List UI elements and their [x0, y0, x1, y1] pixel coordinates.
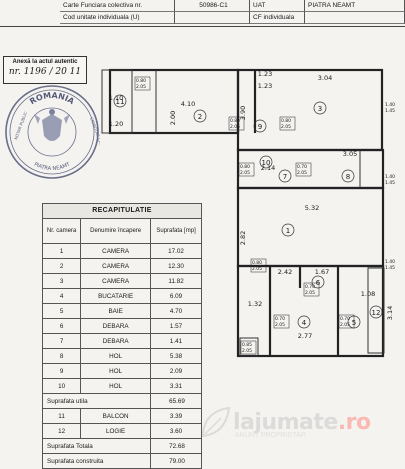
seal-city-text: PIATRA NEAMT	[33, 161, 72, 172]
seal-notary-text: NOTAR PUBLIC	[13, 111, 28, 140]
door-1-top: 0.80	[230, 118, 240, 124]
room-label-3: 3	[318, 105, 322, 113]
door-7-bottom: 2.05	[275, 322, 285, 328]
annex-number: nr. 1196 / 20 11	[8, 67, 82, 77]
room-label-2: 2	[198, 113, 202, 121]
svg-text:PIATRA NEAMT: PIATRA NEAMT	[33, 161, 72, 172]
door-8-top: 0.70	[340, 316, 350, 322]
watermark: lajumate.ro ANUNT PROPRIETAR	[199, 404, 399, 444]
col-area: Suprafata [mp]	[150, 218, 202, 244]
room-label-11: 11	[116, 98, 125, 106]
door-6-bottom: 2.05	[305, 290, 315, 296]
door-2-top: 0.80	[281, 118, 291, 124]
floor-plan: 4.10 3.04 1.23 1.23 3.05 2.14 5.32 2.42 …	[101, 68, 395, 358]
watermark-sub: ANUNT PROPRIETAR	[235, 432, 306, 439]
uat-value: PIATRA NEAMT	[305, 0, 405, 12]
watermark-brand: lajumate.ro	[233, 410, 371, 435]
door-5-bottom: 2.05	[252, 266, 262, 272]
plan-dim-1-20: 1.20	[109, 120, 123, 128]
plan-dim-2-82: 2.82	[239, 231, 247, 245]
window-1-top: 1.40	[385, 174, 395, 180]
plan-dim-2-00: 2.00	[169, 111, 177, 125]
plan-dim-1-08: 1.08	[361, 290, 375, 298]
plan-dim-1-23b: 1.23	[258, 82, 272, 90]
door-1-bottom: 2.05	[230, 124, 240, 130]
door-4-bottom: 2.05	[297, 170, 307, 176]
door-9-top: 0.85	[242, 342, 252, 348]
col-name: Denumire încapere	[80, 218, 152, 244]
door-6-top: 0.70	[305, 284, 315, 290]
plan-dim-5-32: 5.32	[305, 204, 319, 212]
window-0-bottom: 1.45	[385, 108, 395, 114]
room-label-12: 12	[372, 309, 381, 317]
cf-individuala-value	[305, 12, 405, 24]
uat-label: UAT	[250, 0, 305, 12]
door-7-top: 0.70	[275, 316, 285, 322]
plan-dim-3-05: 3.05	[343, 150, 357, 158]
plan-dim-3-90: 3.90	[239, 106, 247, 120]
room-label-10: 10	[262, 159, 271, 167]
leaf-logo-icon	[201, 406, 231, 438]
cf-individuala-label: CF individuala	[250, 12, 305, 24]
watermark-tld: .ro	[337, 410, 371, 435]
notary-annex-stamp: Anexă la actul autentic nr. 1196 / 20 11	[3, 56, 87, 84]
window-2-bottom: 1.45	[385, 265, 395, 271]
door-3-bottom: 2.05	[240, 170, 250, 176]
plan-dim-1-67: 1.67	[315, 268, 329, 276]
room-label-8: 8	[346, 173, 350, 181]
window-0-top: 1.40	[385, 102, 395, 108]
col-nr: Nr. camera	[41, 218, 82, 244]
plan-dim-1-10: 1.10	[109, 94, 123, 102]
plan-dim-4-10: 4.10	[181, 100, 195, 108]
door-3-top: 0.80	[240, 164, 250, 170]
room-label-1: 1	[286, 227, 290, 235]
plan-dim-1-32: 1.32	[248, 300, 262, 308]
door-9-bottom: 2.05	[242, 348, 252, 354]
door-2-bottom: 2.05	[281, 124, 291, 130]
recap-table: RECAPITULATIE Nr. camera Denumire încape…	[41, 203, 202, 469]
room-label-9: 9	[258, 123, 262, 131]
plan-dim-3-14: 3.14	[386, 306, 394, 320]
cf-colectiva-value: 50986-C1	[175, 0, 250, 12]
window-2-top: 1.40	[385, 259, 395, 265]
door-4-top: 0.70	[297, 164, 307, 170]
door-8-bottom: 2.05	[340, 322, 350, 328]
plan-dim-2-77: 2.77	[298, 332, 312, 340]
recap-title: RECAPITULATIE	[42, 203, 202, 218]
door-0-bottom: 2.05	[136, 84, 146, 90]
door-5-top: 0.80	[252, 260, 262, 266]
annex-line: Anexă la actul autentic	[12, 59, 78, 65]
plan-dim-2-42: 2.42	[278, 268, 292, 276]
window-1-bottom: 1.45	[385, 180, 395, 186]
cod-unitate-label: Cod unitate individuala (U)	[60, 12, 175, 24]
plan-dim-3-04: 3.04	[318, 74, 332, 82]
room-label-7: 7	[283, 173, 287, 181]
cf-colectiva-label: Carte Funciara colectiva nr.	[60, 0, 175, 12]
room-label-4: 4	[302, 319, 307, 327]
notary-seal-icon: ROMANIA PIATRA NEAMT NOTAR PUBLIC CIOBOT…	[5, 85, 100, 179]
plan-dim-1-23a: 1.23	[258, 70, 272, 78]
cod-unitate-value	[175, 12, 250, 24]
document-header: Carte Funciara colectiva nr. 50986-C1 UA…	[0, 0, 405, 27]
door-0-top: 0.80	[136, 78, 146, 84]
